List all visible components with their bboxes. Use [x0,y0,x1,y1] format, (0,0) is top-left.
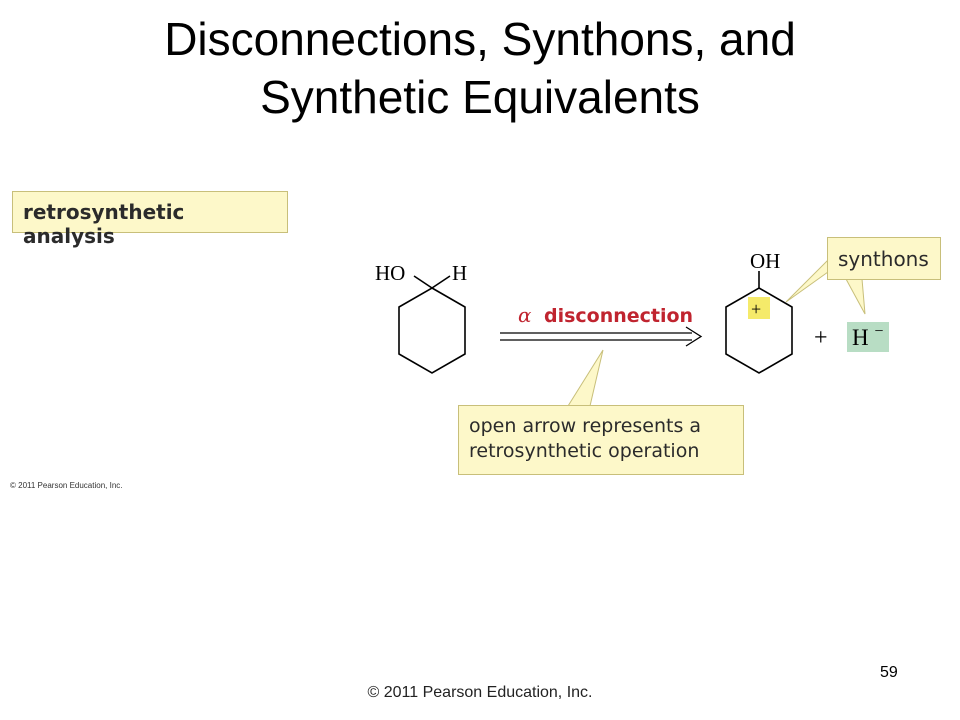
page-number: 59 [880,664,898,681]
open-arrow-callout: open arrow represents a retrosynthetic o… [458,405,744,475]
hydride: H − [852,323,883,350]
alpha-symbol: α [518,303,532,327]
reactant-bond-to-oh [413,275,433,289]
figure-credit: © 2011 Pearson Education, Inc. [10,481,123,490]
product-oh-group: OH [750,249,780,273]
open-arrow-callout-line-1: open arrow represents a [469,415,702,437]
hydride-highlight [847,322,889,352]
reactant-h-atom: H [452,261,467,285]
retro-arrow-head [685,326,703,347]
hydride-symbol: H [852,325,869,350]
open-arrow-callout-line-2: retrosynthetic operation [469,440,700,462]
disconnection-text: disconnection [544,305,693,327]
retrosynthetic-analysis-label: retrosynthetic analysis [12,191,288,248]
disconnection-arrow-label: α disconnection [518,303,693,327]
hydride-charge: − [874,323,883,340]
plus-sign: + [814,325,828,351]
open-arrow-callout-pointer [567,349,604,407]
reactant-cyclohexane-ring [398,287,466,374]
synthons-callout-pointer-2 [845,278,866,315]
plus-charge-highlight [748,297,770,319]
synthons-callout: synthons [827,237,941,280]
reactant-bond-to-h [431,275,451,289]
footer-credit: © 2011 Pearson Education, Inc. [367,684,593,701]
slide-title: Disconnections, Synthons, and Synthetic … [0,10,960,126]
synthons-callout-pointer [785,256,831,303]
plus-charge: + [751,299,761,319]
slide-title-line-1: Disconnections, Synthons, and [164,13,796,65]
slide-title-line-2: Synthetic Equivalents [260,71,700,123]
reactant-ho-group: HO [375,261,405,285]
product-cyclohexane-ring [725,287,793,374]
